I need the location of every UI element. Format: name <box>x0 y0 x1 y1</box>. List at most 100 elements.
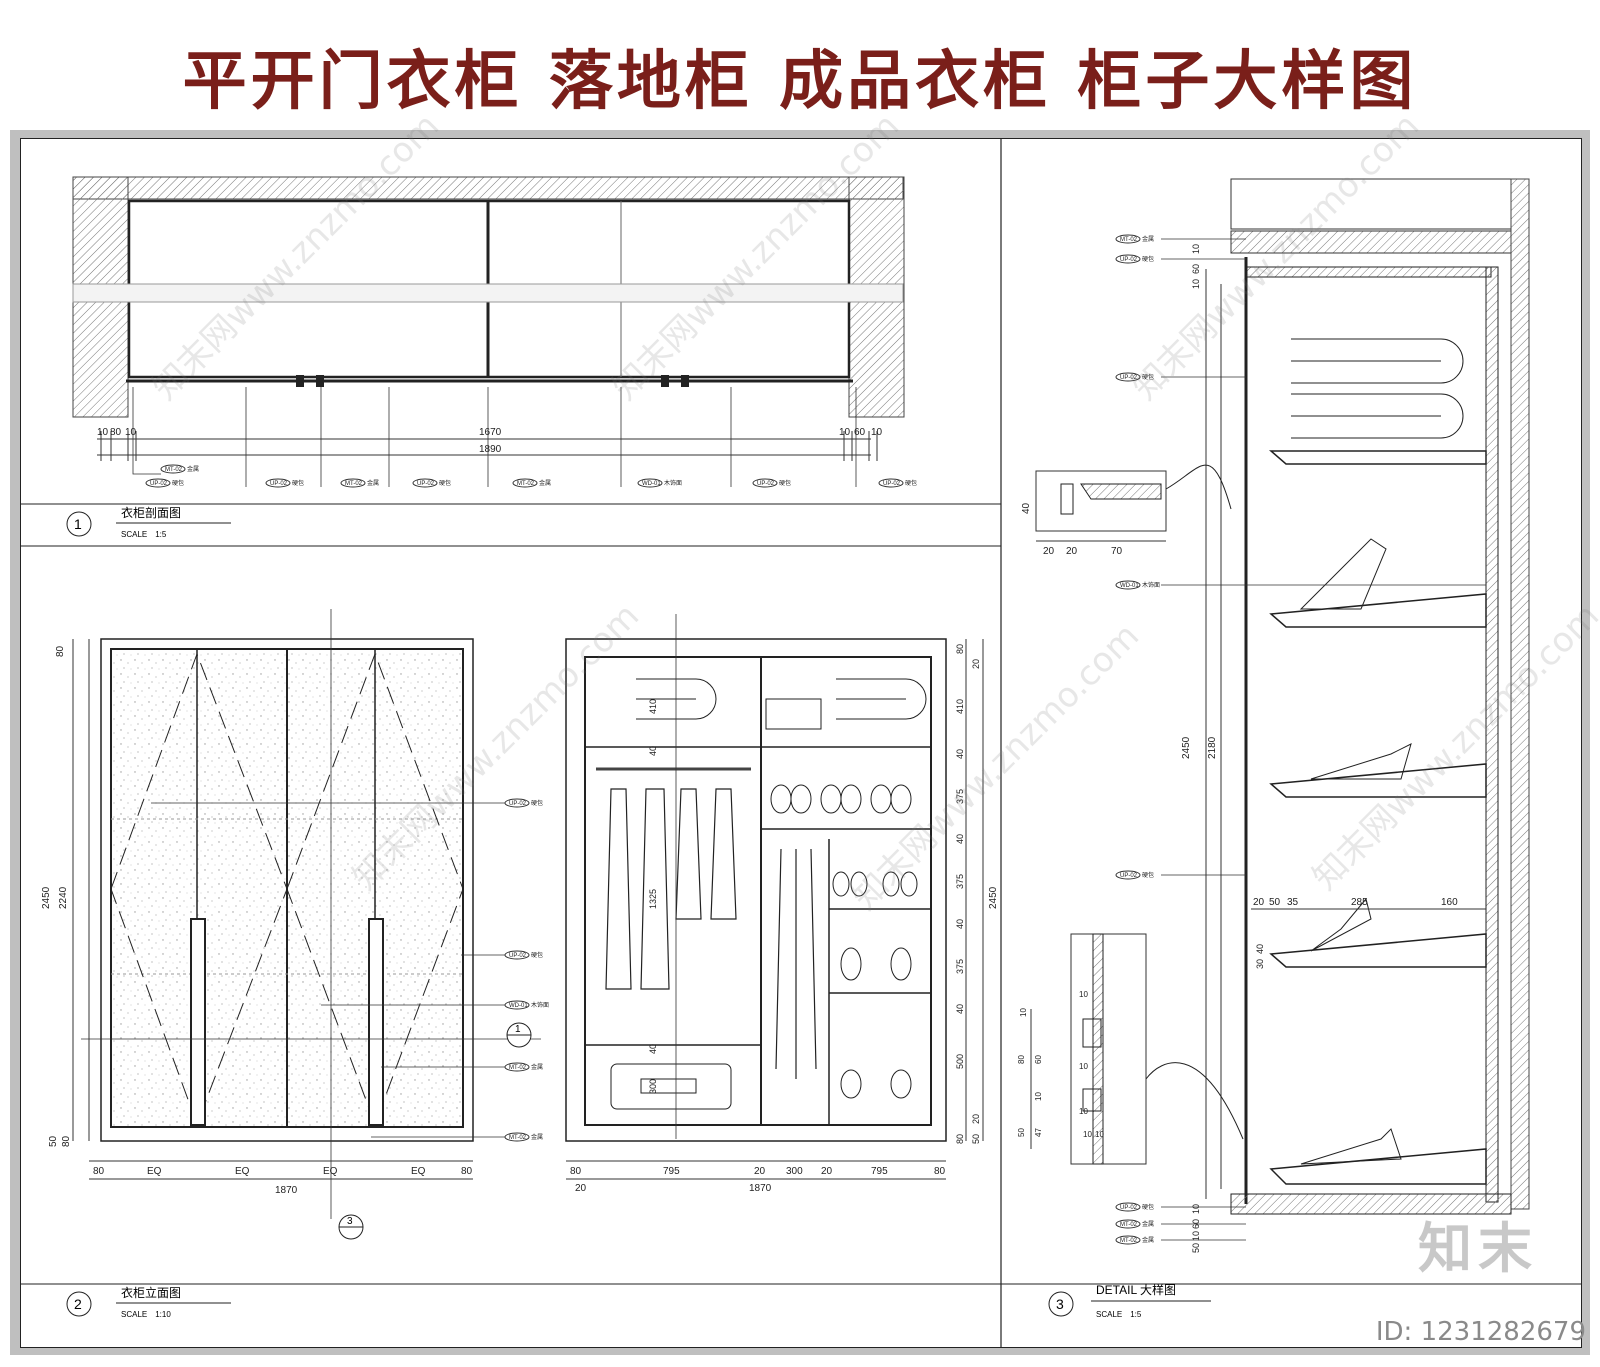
p3-tag-7: MT-02 <box>1120 1238 1138 1244</box>
p1-tag-8-note: 硬包 <box>905 479 917 487</box>
p2r-vdim-9: 40 <box>955 1004 965 1014</box>
p2-title: 衣柜立面图 <box>121 1285 181 1300</box>
detail-mark-3: 3 <box>338 1214 364 1240</box>
p3-tag-3: WD-01 <box>1120 583 1139 589</box>
p2-number: 2 <box>74 1296 82 1312</box>
panel2-left-dims: 80 EQ EQ EQ EQ 80 1870 80 2450 2240 50 8… <box>41 645 473 1196</box>
p3-ib-4: 60 <box>1034 1055 1043 1064</box>
p3-ib-7: 50 <box>1017 1128 1026 1137</box>
p2r-inner-3: 40 <box>648 1044 658 1054</box>
p1-dim-1: 80 <box>110 427 122 438</box>
p3-tag-2: UP-02 <box>1120 375 1138 381</box>
p2r-vdim-12: 80 <box>955 1134 965 1144</box>
p2r-vdim-5: 40 <box>955 834 965 844</box>
p3-tag-0-note: 金属 <box>1142 235 1154 243</box>
p2r-dim-7: 80 <box>934 1166 946 1177</box>
p1-tag-6-note: 木饰面 <box>664 479 682 487</box>
p2l-vdim-0: 80 <box>55 645 66 657</box>
p3-tag-6-note: 金属 <box>1142 1220 1154 1228</box>
brand-logo: 知末 <box>1418 1217 1538 1280</box>
p1-tag-3-note: 金属 <box>367 479 379 487</box>
p2r-inner-0: 410 <box>648 699 658 714</box>
p2r-dim-0: 80 <box>570 1166 582 1177</box>
p1-tag-4-note: 硬包 <box>439 479 451 487</box>
panel3-detail-drawing <box>1030 178 1530 1215</box>
p1-tag-0: MT-02 <box>165 467 183 473</box>
p3-tag-2-note: 硬包 <box>1142 373 1154 381</box>
p2-tag-0-note: 硬包 <box>531 799 543 807</box>
p2r-dim-2: 795 <box>663 1166 680 1177</box>
p1-scale: SCALE 1:5 <box>121 530 167 539</box>
p2r-vdim-2: 410 <box>955 699 965 714</box>
p3-ib-2: 10 <box>1034 1092 1043 1101</box>
p1-tag-2-note: 硬包 <box>292 479 304 487</box>
p3-vb-2: 10 <box>1191 1231 1201 1241</box>
p1-tag-6: WD-01 <box>642 481 661 487</box>
section-mark-1: 1 <box>506 1022 532 1048</box>
detail-mark-3-label: 3 <box>347 1216 353 1227</box>
p3-vb-0: 10 <box>1191 1204 1201 1214</box>
p3-ib-0: 10 <box>1079 990 1088 999</box>
p2-tag-4: MT-02 <box>509 1135 527 1141</box>
panel2-right-dims: 80 20 795 20 300 20 795 80 1870 80 20 41… <box>570 644 999 1194</box>
p1-number: 1 <box>74 516 82 532</box>
p2l-dim-5: 80 <box>461 1166 473 1177</box>
panel2-right-elevation <box>565 614 984 1180</box>
p2r-vdim-11: 20 <box>971 1114 981 1124</box>
p2r-inner-4: 300 <box>648 1079 658 1094</box>
p1-tag-4: UP-02 <box>417 481 435 487</box>
p3-shelfv-1: 30 <box>1255 959 1265 969</box>
p2l-dim-1: EQ <box>147 1166 162 1177</box>
p2r-dim-3: 20 <box>754 1166 766 1177</box>
p3-tag-1: UP-02 <box>1120 257 1138 263</box>
p1-tag-7: UP-02 <box>757 481 775 487</box>
p2r-vdim-6: 375 <box>955 874 965 889</box>
p2r-vdim-13: 50 <box>971 1134 981 1144</box>
p3-shelf-2: 35 <box>1287 897 1299 908</box>
p2r-vdim-3: 40 <box>955 749 965 759</box>
p2-tag-3-note: 金属 <box>531 1063 543 1071</box>
p3-shelf-0: 20 <box>1253 897 1265 908</box>
p2r-vdim-0: 80 <box>955 644 965 654</box>
p3-tag-3-note: 木饰面 <box>1142 581 1160 589</box>
p1-tag-0-note: 金属 <box>187 465 199 473</box>
section-mark-1-label: 1 <box>515 1024 521 1035</box>
p2r-overall: 2450 <box>988 886 999 909</box>
p3-height-1: 2180 <box>1207 736 1218 759</box>
panel1-dimensions: 10 80 10 1670 10 60 10 1890 <box>97 427 883 455</box>
p2l-dim-0: 80 <box>93 1166 105 1177</box>
panel2-title-block: 2 衣柜立面图 SCALE 1:10 <box>66 1285 231 1319</box>
page-title: 平开门衣柜 落地柜 成品衣柜 柜子大样图 <box>182 45 1418 119</box>
p2-tag-0: UP-02 <box>509 801 527 807</box>
p2l-dim-2: EQ <box>235 1166 250 1177</box>
p3-shelf-4: 160 <box>1441 897 1458 908</box>
p3-tag-0: MT-02 <box>1120 237 1138 243</box>
p3-tag-7-note: 金属 <box>1142 1236 1154 1244</box>
p1-tag-5-note: 金属 <box>539 479 551 487</box>
p3-number: 3 <box>1056 1296 1064 1312</box>
p3-ib-6: 10 <box>1079 1107 1088 1116</box>
p3-tag-5: UP-02 <box>1120 1205 1138 1211</box>
p2r-vdim-1: 20 <box>971 659 981 669</box>
p3-inset-dim-2: 70 <box>1111 546 1123 557</box>
p1-tag-5: MT-02 <box>517 481 535 487</box>
p3-inset-dim-0: 20 <box>1043 546 1055 557</box>
p3-tag-1-note: 硬包 <box>1142 255 1154 263</box>
p3-vt-0: 10 <box>1191 244 1201 254</box>
p1-tag-8: UP-02 <box>883 481 901 487</box>
p2r-dim-1: 20 <box>575 1183 587 1194</box>
p3-ib-5: 10 <box>1079 1062 1088 1071</box>
p3-ib-10: 10 <box>1095 1130 1104 1139</box>
p2l-vdim-3: 50 <box>48 1135 59 1147</box>
p3-shelf-1: 50 <box>1269 897 1281 908</box>
p2r-dim-4: 300 <box>786 1166 803 1177</box>
p3-inset-dim-1: 20 <box>1066 546 1078 557</box>
p1-dim-5: 60 <box>854 427 866 438</box>
p2-tag-2-note: 木饰面 <box>531 1001 549 1009</box>
p2l-dim-total: 1870 <box>275 1185 298 1196</box>
p2r-dim-total: 1870 <box>749 1183 772 1194</box>
p1-dim-2: 10 <box>125 427 137 438</box>
p3-inset-h: 40 <box>1021 502 1032 514</box>
